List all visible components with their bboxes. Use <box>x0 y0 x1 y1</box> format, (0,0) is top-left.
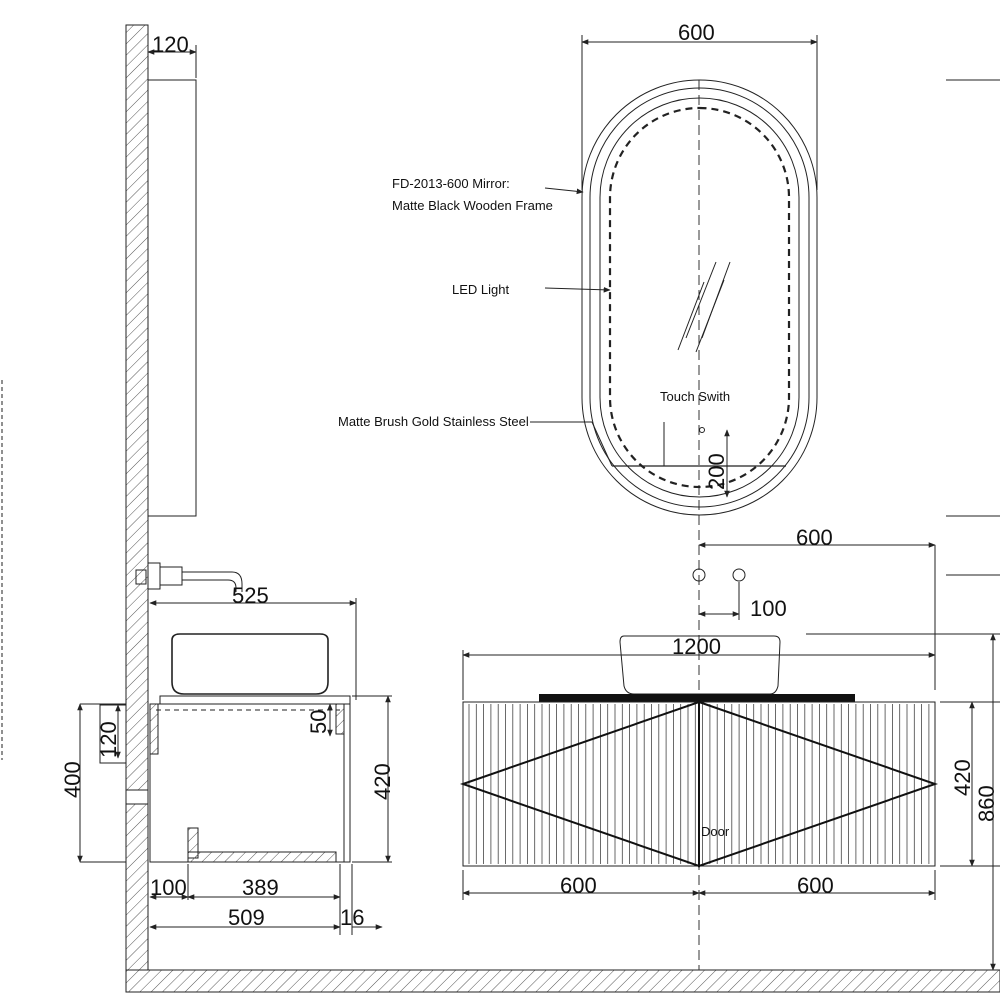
side-top-thickness-dim: 50 <box>306 710 331 734</box>
wall-offset-dim: 120 <box>152 32 189 57</box>
steel-label: Matte Brush Gold Stainless Steel <box>338 414 529 429</box>
side-base-inner-dim: 389 <box>242 875 279 900</box>
tap-spacing-dim: 100 <box>750 596 787 621</box>
touch-switch-label: Touch Swith <box>660 389 730 404</box>
side-counter-top <box>159 695 351 705</box>
wall-section <box>125 24 149 971</box>
mirror-frame-outer <box>581 79 818 516</box>
mirror-side-profile <box>147 79 197 517</box>
cabinet-front-view: 600 100 1200 Door 420 860 60 <box>459 525 1000 971</box>
side-panel-dim: 16 <box>340 905 364 930</box>
mirror-front-view: 600 200 FD-2013-600 Mirror: Matte Black … <box>338 20 818 516</box>
door-label: Door <box>701 824 730 839</box>
side-view: 120 525 40 <box>60 24 1000 993</box>
basin-side <box>171 633 329 695</box>
side-cabinet <box>149 703 351 863</box>
door-right-diamond <box>698 700 939 868</box>
mirror-model-label: FD-2013-600 Mirror: <box>392 176 510 191</box>
tap-left-icon <box>692 568 706 582</box>
front-cabinet-height-dim: 420 <box>950 759 975 796</box>
front-right-width-dim: 600 <box>797 873 834 898</box>
led-strip <box>608 106 791 489</box>
front-total-height-dim: 860 <box>974 785 999 822</box>
tap-right-icon <box>732 568 746 582</box>
side-total-depth-dim: 509 <box>228 905 265 930</box>
mirror-frame-label: Matte Black Wooden Frame <box>392 198 553 213</box>
side-tap <box>135 562 243 592</box>
fluted-panel <box>468 704 930 864</box>
side-cabinet-height-dim: 420 <box>370 763 395 800</box>
floor-section <box>125 969 1000 993</box>
side-depth-dim: 525 <box>232 583 269 608</box>
side-base-left-dim: 100 <box>150 875 187 900</box>
side-mount-height-dim: 400 <box>60 761 85 798</box>
mirror-width-dim: 600 <box>678 20 715 45</box>
switch-height-dim: 200 <box>704 453 729 490</box>
touch-switch-icon <box>699 427 705 433</box>
side-tap-height-dim: 120 <box>96 721 121 758</box>
cabinet-half-width-dim: 600 <box>796 525 833 550</box>
counter-top <box>539 694 855 702</box>
led-label: LED Light <box>452 282 509 297</box>
cabinet-total-width-dim: 1200 <box>672 634 721 659</box>
mirror-frame-inner <box>589 87 810 508</box>
mirror-glass-edge <box>599 97 800 498</box>
front-left-width-dim: 600 <box>560 873 597 898</box>
